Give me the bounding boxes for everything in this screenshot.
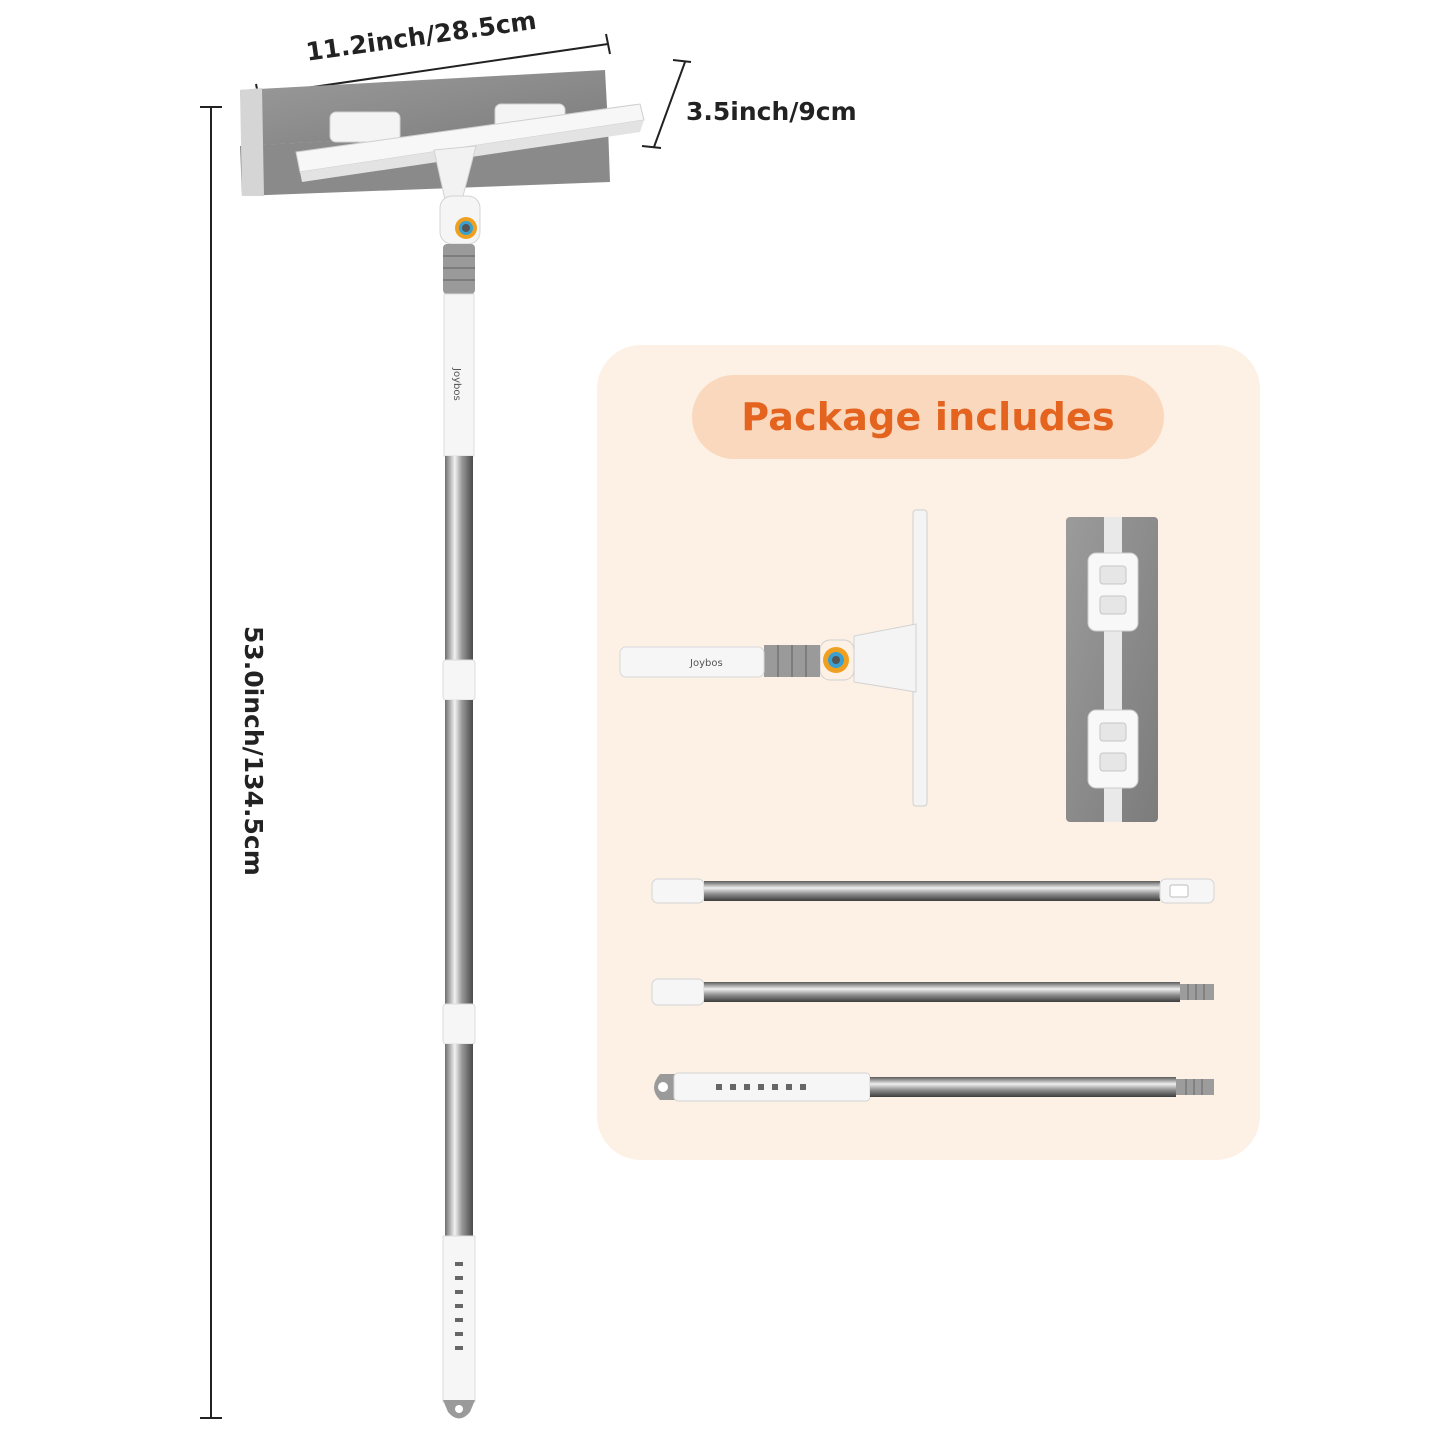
- package-pole-section-bottom: [654, 1072, 1214, 1102]
- height-dimension-line: [200, 106, 222, 1419]
- swivel-joint: [439, 195, 481, 245]
- package-title-badge: Package includes: [692, 375, 1164, 459]
- package-pole-section-top: [651, 878, 1215, 904]
- main-pole: Joybos: [442, 244, 476, 1419]
- height-dimension-label: 53.0inch/134.5cm: [239, 626, 268, 876]
- package-title: Package includes: [741, 395, 1115, 439]
- depth-dimension-line: [641, 59, 692, 149]
- package-cleaning-pad: [1066, 517, 1158, 822]
- pole-brand-mark: Joybos: [451, 367, 462, 401]
- package-pole-section-middle: [651, 978, 1214, 1006]
- depth-dimension-label: 3.5inch/9cm: [686, 97, 857, 126]
- squeegee-head: [240, 70, 645, 205]
- package-squeegee-head: Joybos: [619, 509, 928, 807]
- package-brand-mark: Joybos: [689, 658, 723, 669]
